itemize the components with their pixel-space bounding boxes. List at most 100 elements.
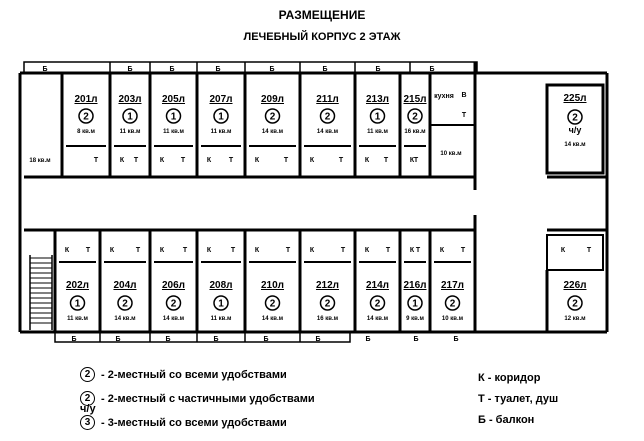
room-216л-number: 216л: [403, 280, 426, 291]
legend-item-2-full: 2 - 2-местный со всеми удобствами: [80, 367, 287, 382]
room-215л-number: 215л: [403, 94, 426, 105]
room-210л-corridor-label: К: [255, 247, 260, 254]
room-205л-toilet-label: Т: [181, 157, 186, 164]
room-215л-corridor-label: К: [410, 157, 415, 164]
room-204л-places-number: 2: [122, 299, 128, 310]
room-215л-places-number: 2: [412, 112, 418, 123]
room-225-walls: [545, 83, 605, 175]
top-balcony-label: Б: [375, 66, 380, 73]
key-corridor: К - коридор: [478, 372, 541, 384]
room-214л-number: 214л: [366, 280, 389, 291]
room-215л-toilet-label: Т: [414, 157, 419, 164]
room-202л-places-circle: [69, 295, 86, 311]
room-213л-toilet-label: Т: [384, 157, 389, 164]
room-209л-number: 209л: [261, 94, 284, 105]
room-216л-places-number: 1: [412, 299, 418, 310]
top-balcony-strip: [23, 61, 478, 74]
legend-circle: 2: [80, 391, 95, 406]
room-209л-places-number: 2: [270, 112, 276, 123]
room-217л-toilet-label: Т: [461, 247, 466, 254]
room-216л-area: 9 кв.м: [406, 316, 424, 322]
room-208л-area: 11 кв.м: [211, 316, 232, 322]
room-206л-number: 206л: [162, 280, 185, 291]
room-208л-toilet-label: Т: [231, 247, 236, 254]
legend-item-2-partial: 2 - 2-местный с частичными удобствами: [80, 391, 315, 406]
room-201л-places-circle: [78, 108, 94, 124]
room-205л-places-number: 1: [171, 112, 177, 123]
room-212л-places-circle: [319, 295, 336, 311]
top-balcony-label: Б: [127, 66, 132, 73]
room-209л-toilet-label: Т: [284, 157, 289, 164]
room-211л-places-circle: [319, 108, 336, 124]
room-207л-number: 207л: [209, 94, 232, 105]
room-226-area: 12 кв.м: [564, 316, 586, 322]
room-210л-places-number: 2: [270, 299, 276, 310]
room-204л-places-circle: [117, 295, 133, 311]
room-226-number: 226л: [563, 280, 586, 291]
room-207л-places-number: 1: [218, 112, 224, 123]
room-217л-area: 10 кв.м: [442, 316, 464, 322]
room-207л-places-circle: [213, 108, 229, 124]
room-202л-area: 11 кв.м: [67, 316, 88, 322]
room-216л-toilet-label: Т: [416, 247, 421, 254]
room-203л-toilet-label: Т: [134, 157, 139, 164]
room-225-suffix: ч/у: [569, 125, 582, 135]
room-225-number: 225л: [563, 93, 586, 104]
top-balcony-label: Б: [429, 66, 434, 73]
bottom-balcony-label: Б: [165, 336, 170, 343]
room-206л-area: 14 кв.м: [163, 316, 185, 322]
room-214л-area: 14 кв.м: [367, 316, 389, 322]
key-balcony: Б - балкон: [478, 414, 535, 426]
room-209л-places-circle: [264, 108, 281, 124]
legend-text: - 3-местный со всеми удобствами: [101, 416, 287, 429]
room-214л-toilet-label: Т: [386, 247, 391, 254]
room-216л-corridor-label: К: [410, 247, 415, 254]
room-202л-number: 202л: [66, 280, 89, 291]
room-206л-corridor-label: К: [160, 247, 165, 254]
room-217л-places-number: 2: [450, 299, 456, 310]
room-215л-places-circle: [407, 108, 423, 124]
room-216л-places-circle: [407, 295, 423, 311]
room-226-places-number: 2: [572, 299, 578, 310]
bottom-balcony-label: Б: [71, 336, 76, 343]
room-217л-corridor-label: К: [440, 247, 445, 254]
floor-subtitle: ЛЕЧЕБНЫЙ КОРПУС 2 ЭТАЖ: [243, 31, 401, 43]
room-211л-places-number: 2: [325, 112, 331, 123]
room-206л-places-circle: [165, 295, 182, 311]
top-balcony-label: Б: [169, 66, 174, 73]
room-208л-places-number: 1: [218, 299, 224, 310]
room-207л-toilet-label: Т: [229, 157, 234, 164]
room-212л-toilet-label: Т: [341, 247, 346, 254]
room-201л-places-number: 2: [83, 112, 89, 123]
room-226-bath-walls: [546, 234, 604, 271]
bottom-balcony-label: Б: [115, 336, 120, 343]
room-214л-corridor-label: К: [365, 247, 370, 254]
room-214л-places-number: 2: [375, 299, 381, 310]
top-balcony-label: Б: [269, 66, 274, 73]
room-211л-number: 211л: [316, 94, 339, 105]
room-226-corridor-label: К: [561, 247, 566, 254]
room-203л-number: 203л: [118, 94, 141, 105]
legend-item-3-full: 3 - 3-местный со всеми удобствами: [80, 415, 287, 430]
bottom-balcony-label: Б: [263, 336, 268, 343]
room-210л-places-circle: [264, 295, 281, 311]
room-206л-places-number: 2: [171, 299, 177, 310]
room-201л-toilet-label: Т: [94, 157, 99, 164]
room-201л-number: 201л: [74, 94, 97, 105]
room-205л-places-circle: [165, 108, 182, 124]
room-202л-corridor-label: К: [65, 247, 70, 254]
legend-circle: 2: [80, 367, 95, 382]
room-205л-area: 11 кв.м: [163, 129, 184, 135]
room-207л-area: 11 кв.м: [211, 129, 232, 135]
corner-room-area: 18 кв.м: [29, 158, 51, 164]
page-title: РАЗМЕЩЕНИЕ: [278, 8, 366, 22]
room-204л-number: 204л: [113, 280, 136, 291]
room-217л-number: 217л: [441, 280, 464, 291]
room-203л-corridor-label: К: [120, 157, 125, 164]
bottom-balcony-label: Б: [453, 336, 458, 343]
legend-text: - 2-местный с частичными удобствами: [101, 392, 315, 405]
room-201л-area: 8 кв.м: [77, 129, 95, 135]
top-balcony-label: Б: [215, 66, 220, 73]
room-205л-corridor-label: К: [160, 157, 165, 164]
